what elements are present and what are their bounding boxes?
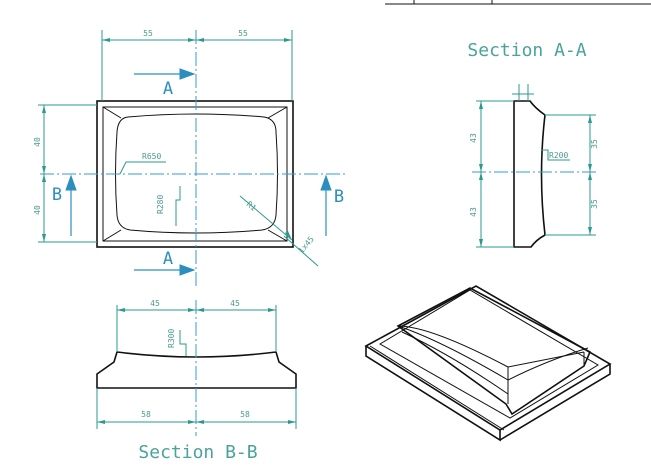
section-a-profile [513,100,546,248]
section-b-dim-bottom-right: 58 [240,410,250,419]
section-b-dim-top-left: 45 [150,299,160,308]
section-a-dim-right-bottom: 35 [590,199,599,209]
dim-height-top: 40 [33,137,42,147]
section-b-profile [96,351,297,389]
section-a-view: Section A-A 43 43 35 35 R200 [467,40,599,248]
cut-label-b-right: B [334,187,344,207]
section-a-radius: R200 [549,151,568,160]
plan-view: 55 55 40 40 R650 R280 R1 1x45 A A B [33,29,345,288]
dim-height-bottom: 40 [33,205,42,215]
dim-width-left: 55 [143,29,153,38]
cut-label-a-bottom: A [163,249,173,269]
section-b-dim-bottom-left: 58 [141,410,151,419]
cut-label-b-left: B [52,185,62,205]
dim-width-right: 55 [238,29,248,38]
section-b-dim-top-right: 45 [230,299,240,308]
cut-label-a-top: A [163,79,173,99]
section-b-view: 45 45 R300 58 58 Section B-B [96,299,297,463]
radius-long-label: R650 [142,152,161,161]
section-b-title: Section B-B [138,442,257,463]
isometric-view [364,285,612,442]
section-a-dim-right-top: 35 [590,139,599,149]
chamfer-label: 1x45 [297,235,316,256]
section-b-radius: R300 [167,329,176,348]
radius-short-label: R280 [156,195,165,214]
plan-pocket [115,113,278,234]
title-block-fragment [385,0,651,5]
section-a-dim-top: 43 [469,133,478,143]
section-a-dim-bottom: 43 [469,207,478,217]
section-a-title: Section A-A [467,40,586,61]
